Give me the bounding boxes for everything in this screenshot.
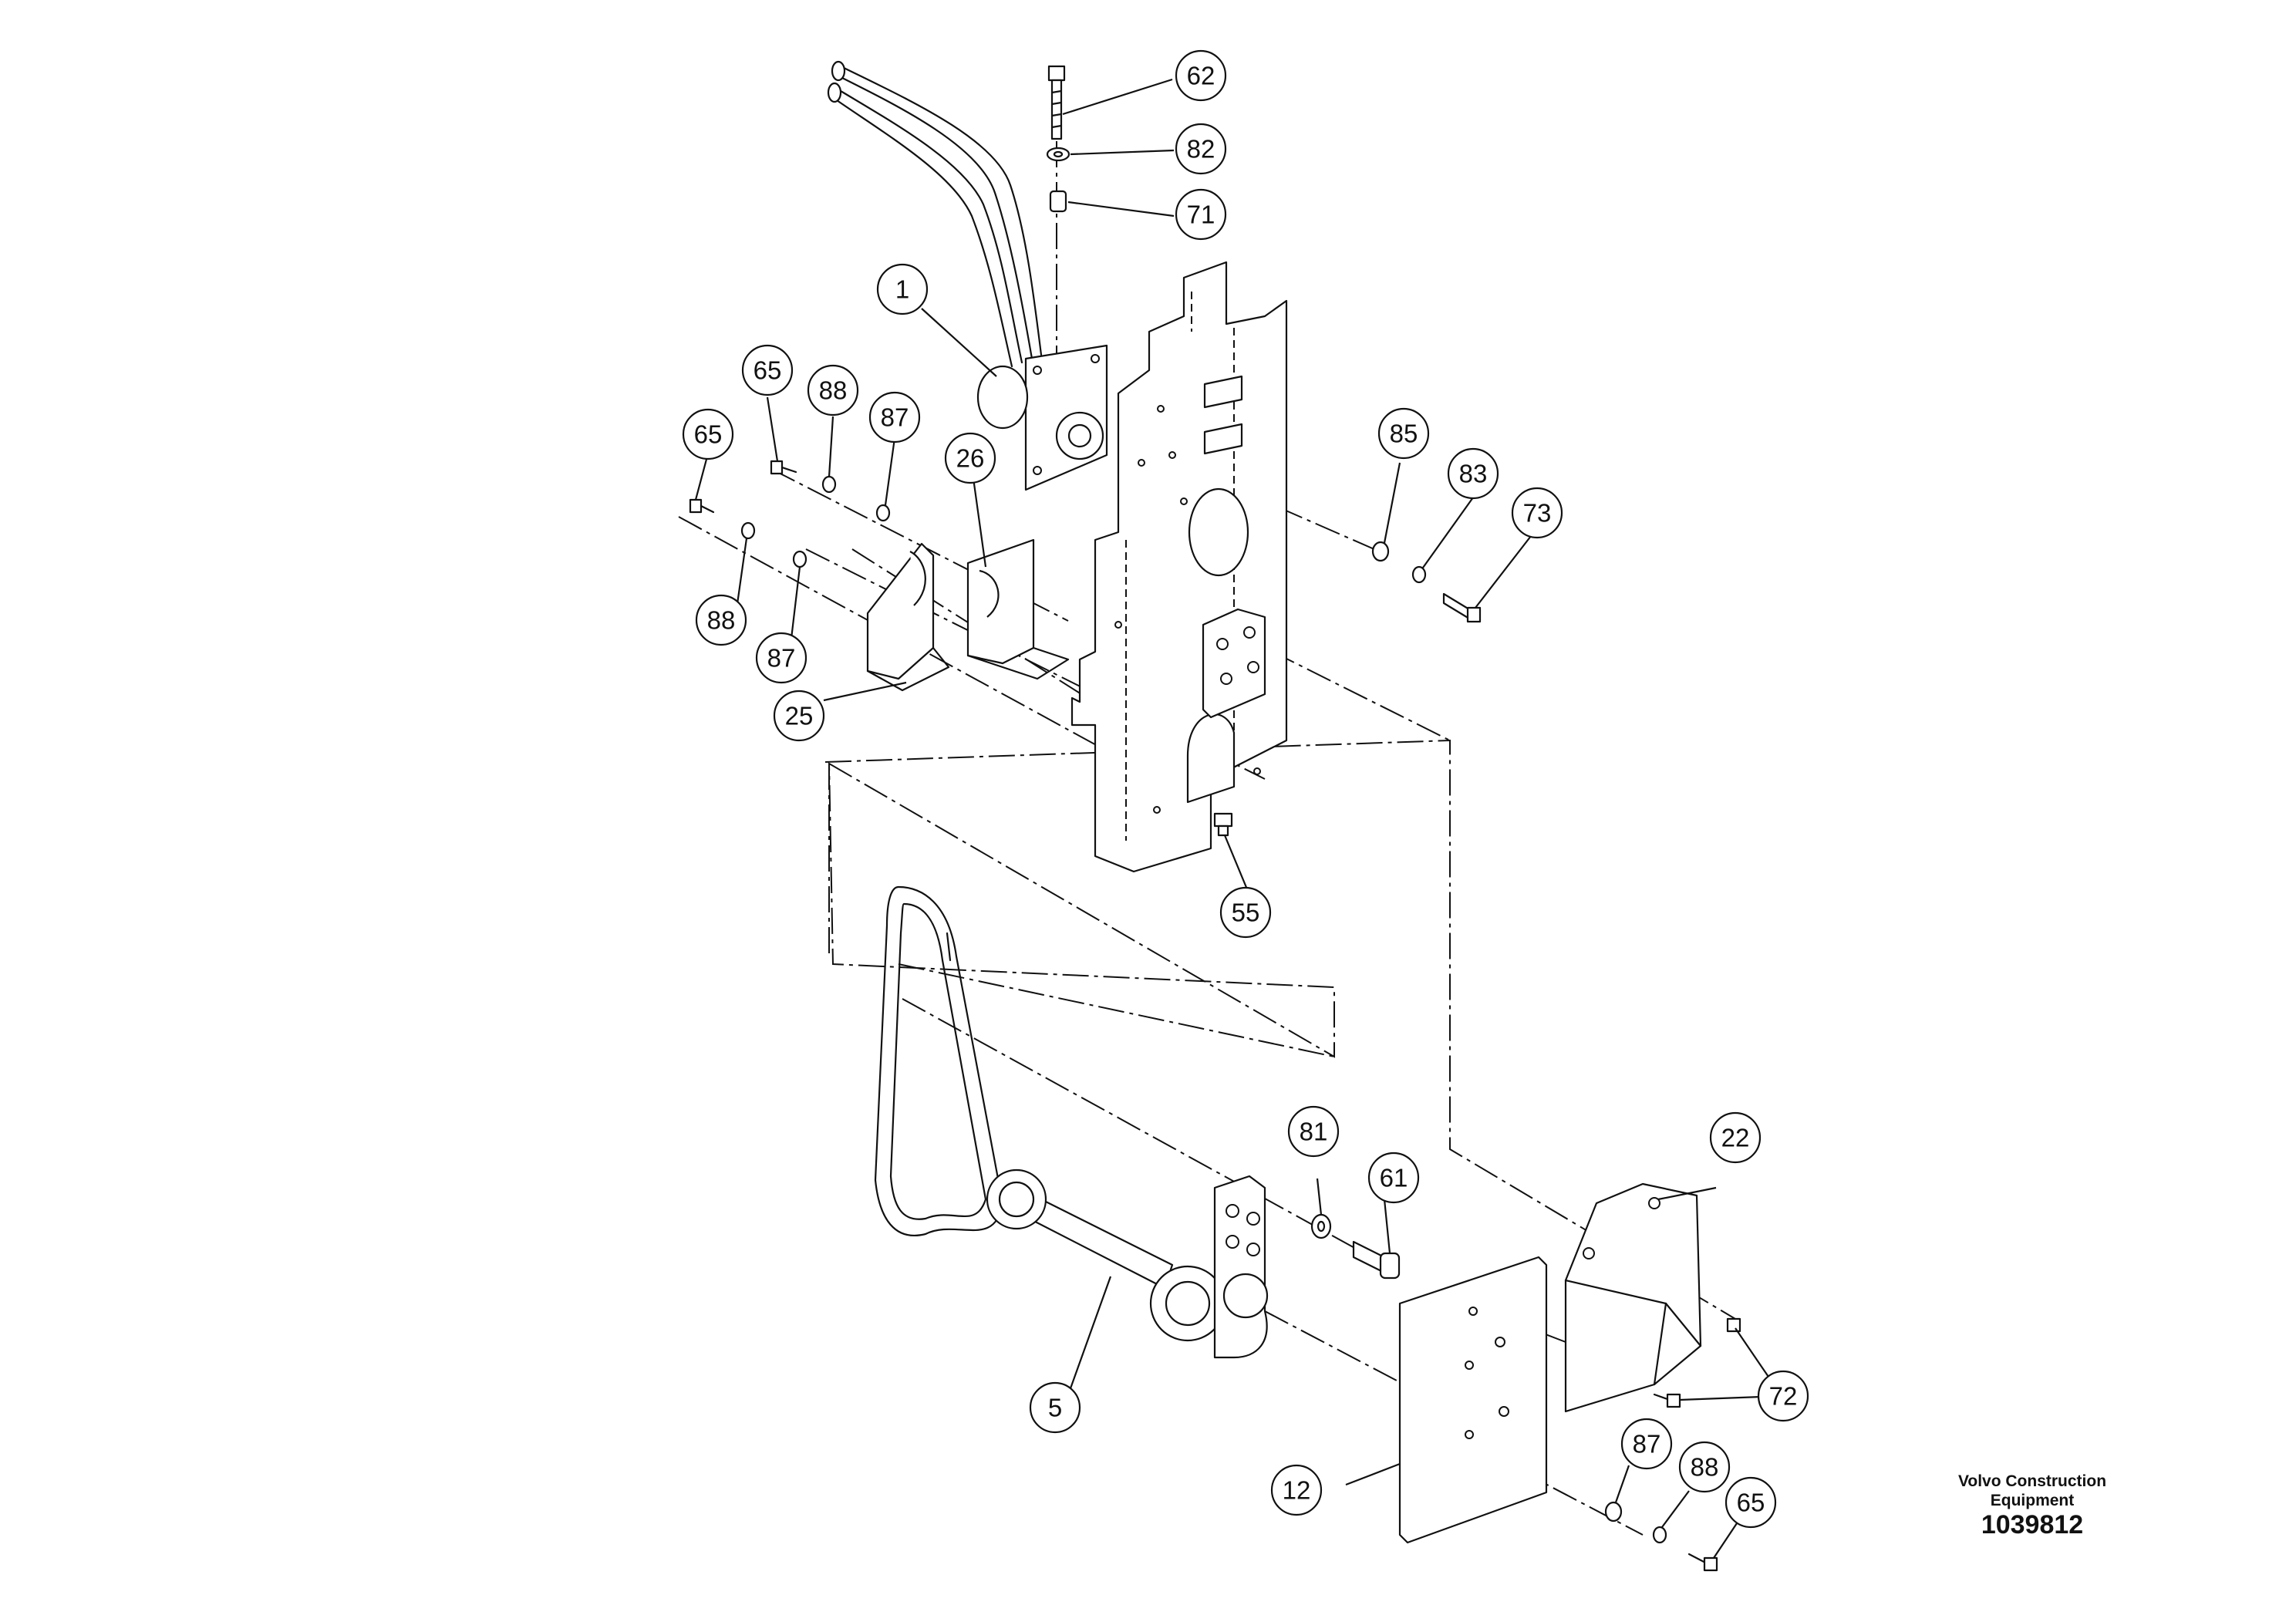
callout-22-label: 22 [1721, 1124, 1750, 1152]
washer-82 [1046, 147, 1070, 162]
callout-61: 61 [1367, 1152, 1420, 1204]
callout-88-c-label: 88 [1691, 1453, 1719, 1482]
drawing-number: 1039812 [1981, 1510, 2084, 1539]
callout-88-a: 88 [807, 364, 859, 416]
bolt-62 [1047, 65, 1066, 140]
callout-55-label: 55 [1232, 899, 1260, 927]
callout-65-a: 65 [741, 344, 794, 396]
shaft-part-5 [986, 1168, 1226, 1342]
callout-65-b: 65 [682, 408, 734, 460]
callout-25-label: 25 [785, 702, 814, 730]
washer-81 [1310, 1213, 1332, 1239]
bearing-plate [1202, 608, 1266, 719]
washer-87-upper [875, 504, 891, 522]
callout-88-b: 88 [695, 594, 747, 646]
callout-62-label: 62 [1187, 62, 1215, 90]
callout-22: 22 [1709, 1111, 1762, 1164]
callout-25: 25 [773, 690, 825, 742]
screw-72-upper [1726, 1317, 1741, 1333]
callout-88-a-label: 88 [819, 376, 848, 405]
callout-62: 62 [1175, 49, 1227, 102]
callout-73-label: 73 [1523, 499, 1552, 528]
cover-part-22 [1564, 1182, 1702, 1413]
callout-61-label: 61 [1380, 1164, 1408, 1192]
callout-5-label: 5 [1048, 1394, 1062, 1422]
washer-87-bottom [1604, 1501, 1623, 1523]
callout-26-label: 26 [956, 444, 985, 473]
callout-73: 73 [1511, 487, 1563, 539]
callout-5: 5 [1029, 1381, 1081, 1434]
callout-87-a: 87 [868, 391, 921, 443]
screw-73 [1442, 592, 1482, 623]
callout-71: 71 [1175, 188, 1227, 241]
callout-55: 55 [1219, 886, 1272, 939]
drive-chain [874, 885, 1004, 1236]
callout-71-label: 71 [1187, 201, 1215, 229]
washer-83 [1411, 565, 1427, 584]
callout-65-c: 65 [1725, 1476, 1777, 1529]
callout-88-c: 88 [1678, 1441, 1731, 1493]
washer-88-lower [740, 521, 756, 540]
screw-65-lower [689, 498, 715, 514]
washer-88-upper [821, 475, 837, 494]
spacer-71 [1049, 190, 1067, 213]
callout-1-label: 1 [895, 275, 909, 304]
callout-87-a-label: 87 [881, 403, 909, 432]
callout-12: 12 [1270, 1464, 1323, 1516]
washer-85 [1371, 541, 1390, 562]
hydraulic-motor-part-1 [827, 60, 1108, 491]
callout-12-label: 12 [1283, 1476, 1311, 1505]
callout-87-c-label: 87 [1633, 1430, 1661, 1458]
screw-65-bottom [1687, 1553, 1718, 1572]
fitting-55 [1213, 812, 1233, 837]
guard-plate-part-12 [1398, 1256, 1548, 1544]
washer-87-lower [792, 550, 807, 568]
callout-85-label: 85 [1390, 420, 1418, 448]
callout-87-b: 87 [755, 632, 807, 684]
screw-65-upper [770, 460, 797, 475]
callout-82-label: 82 [1187, 135, 1215, 164]
company-name-line1: Volvo Construction [1957, 1472, 2107, 1490]
callout-87-c: 87 [1620, 1418, 1673, 1470]
callout-83: 83 [1447, 447, 1499, 500]
callout-65-b-label: 65 [694, 420, 723, 449]
callout-82: 82 [1175, 123, 1227, 175]
callout-81: 81 [1287, 1105, 1340, 1158]
callout-85: 85 [1377, 407, 1430, 460]
callout-65-c-label: 65 [1737, 1489, 1765, 1517]
company-name: Volvo Construction Equipment [1913, 1472, 2152, 1510]
screw-72-lower [1653, 1393, 1681, 1408]
callout-81-label: 81 [1300, 1118, 1328, 1146]
washer-88-bottom [1652, 1526, 1667, 1544]
bracket-26 [966, 538, 1070, 680]
company-name-line2: Equipment [1990, 1492, 2075, 1509]
callout-1: 1 [876, 263, 929, 315]
main-plate [1070, 261, 1288, 873]
callout-72: 72 [1757, 1370, 1809, 1422]
callout-65-a-label: 65 [754, 356, 782, 385]
callout-83-label: 83 [1459, 460, 1488, 488]
callout-87-b-label: 87 [767, 644, 796, 673]
callout-26: 26 [944, 432, 996, 484]
bolt-61 [1352, 1240, 1401, 1280]
callout-88-b-label: 88 [707, 606, 736, 635]
callout-72-label: 72 [1769, 1382, 1798, 1411]
bracket-25 [866, 542, 950, 692]
bearing-arm [1213, 1175, 1269, 1359]
